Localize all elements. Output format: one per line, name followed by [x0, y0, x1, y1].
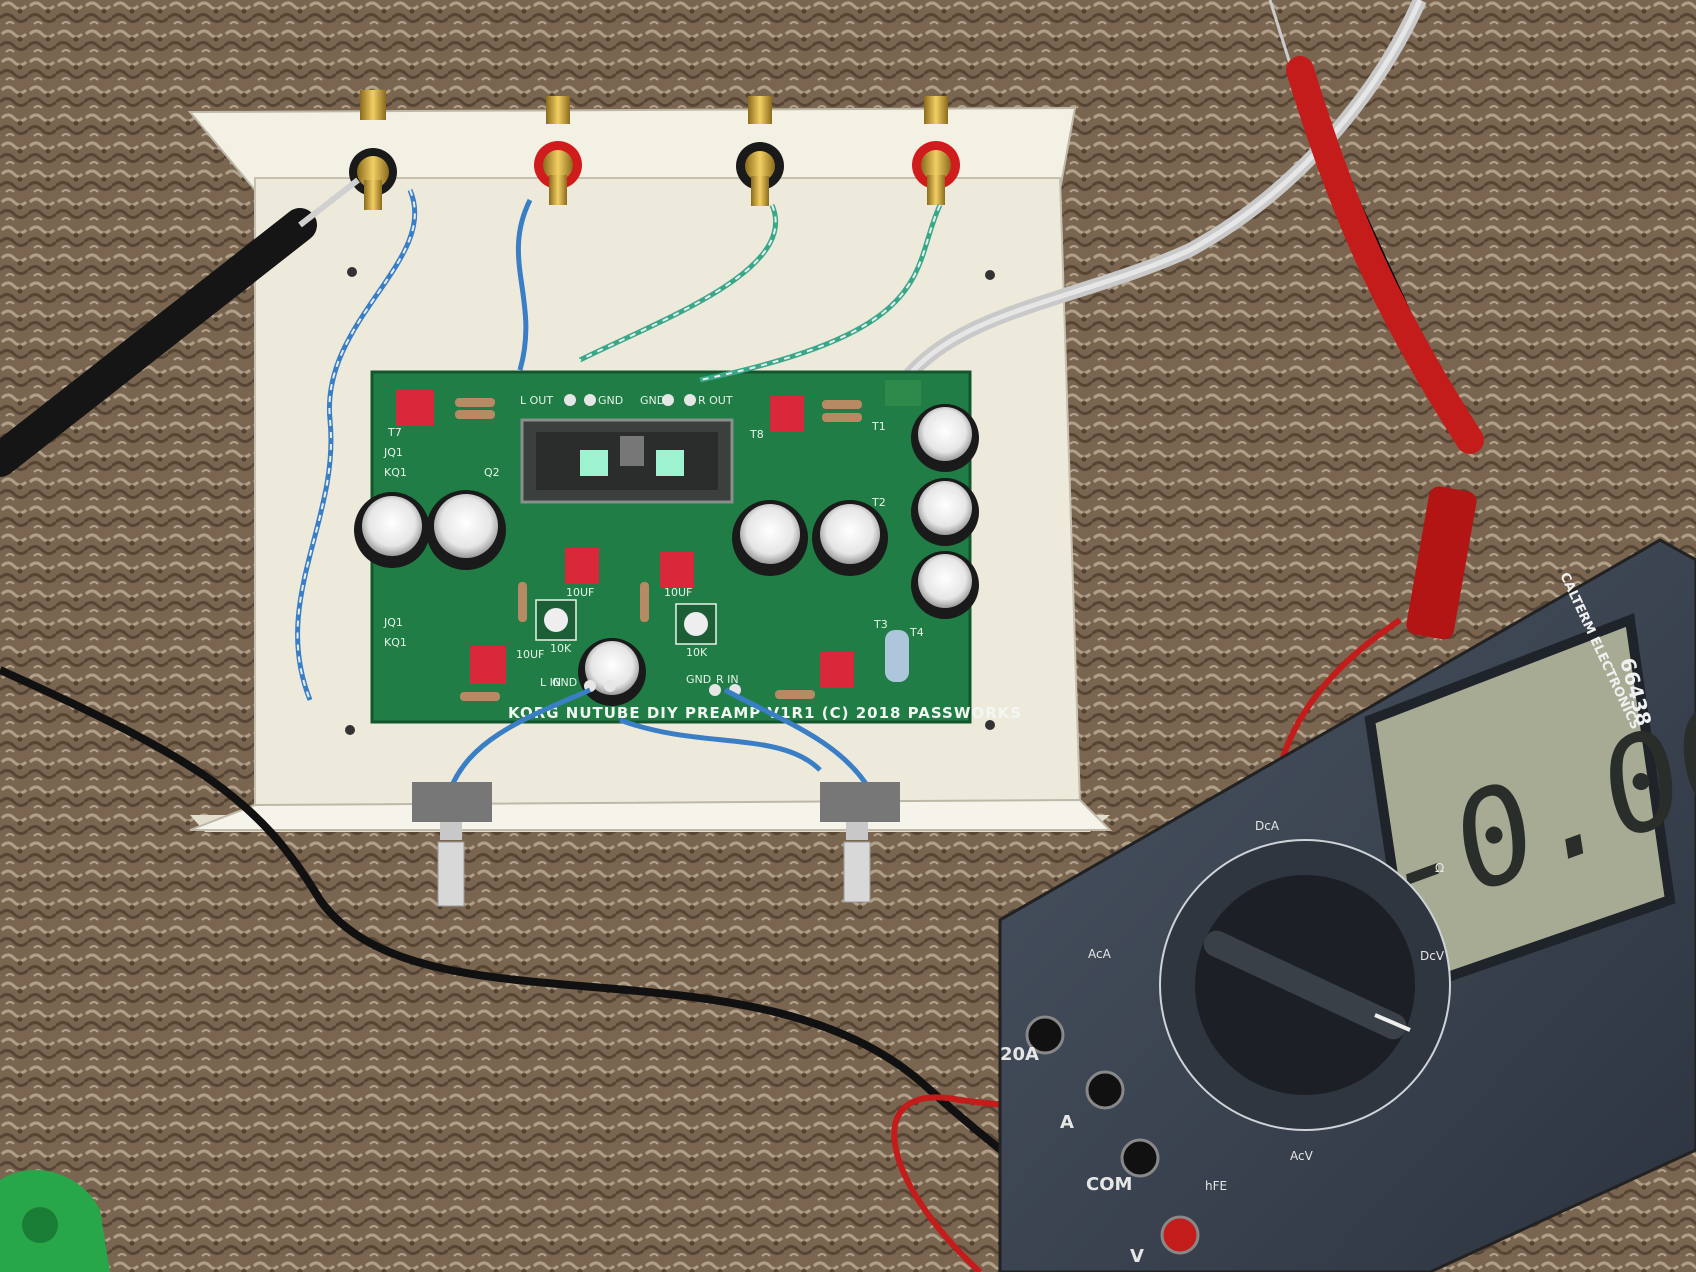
label-t3: T3: [873, 618, 888, 631]
rca-jack-r-out: [912, 96, 960, 205]
jack-a[interactable]: [1085, 1070, 1125, 1110]
range-dcv[interactable]: DcV: [1420, 949, 1445, 963]
film-cap-3: [565, 548, 599, 584]
label-kq1-b: KQ1: [384, 636, 407, 649]
black-test-probe: [0, 177, 360, 477]
electrolytic-cap-1: [354, 492, 430, 568]
label-l-in: L IN: [540, 676, 561, 689]
film-cap-4: [660, 552, 694, 588]
label-gnd-bottom-left: GND: [552, 676, 577, 689]
label-kq1-a: KQ1: [384, 466, 407, 479]
label-t8: T8: [749, 428, 764, 441]
signal-wires: [295, 189, 943, 792]
label-res-right: 10K: [686, 646, 708, 659]
electrolytic-cap-2: [426, 490, 506, 570]
label-cap-center-left: 10UF: [566, 586, 594, 599]
label-20a: 20A: [1000, 1044, 1039, 1065]
electrolytic-cap-7: [911, 551, 979, 619]
red-test-probe: [1268, 0, 1484, 640]
label-com: COM: [1086, 1174, 1132, 1195]
label-l-out: L OUT: [520, 394, 553, 407]
label-jq1-a: JQ1: [383, 446, 403, 459]
film-cap-5: [470, 646, 506, 684]
rca-jack-l-in: [349, 90, 397, 210]
range-hfe[interactable]: hFE: [1205, 1179, 1227, 1193]
label-r-in: R IN: [716, 673, 739, 686]
electrolytic-cap-8: [578, 638, 646, 706]
trimmer-right: [675, 603, 717, 645]
label-jq1-b: JQ1: [383, 616, 403, 629]
label-t1: T1: [871, 420, 886, 433]
volume-pot-right: [820, 782, 900, 903]
label-cap-left: 10UF: [516, 648, 544, 661]
volume-pot-left: [412, 782, 492, 907]
rca-jack-r-in: [736, 96, 784, 206]
electrolytic-cap-5: [911, 404, 979, 472]
multimeter: -0.00 CALTERM ELECTRONICS 66438 DcV AcV …: [998, 538, 1696, 1272]
electrolytic-cap-6: [911, 478, 979, 546]
electrolytic-cap-3: [732, 500, 808, 576]
film-cap-2: [770, 396, 804, 432]
jack-20a[interactable]: [1025, 1015, 1065, 1055]
jack-com[interactable]: [1120, 1138, 1160, 1178]
label-cap-center-right: 10UF: [664, 586, 692, 599]
label-gnd-top-left: GND: [598, 394, 623, 407]
range-acv[interactable]: AcV: [1290, 1149, 1314, 1163]
label-t2: T2: [871, 496, 886, 509]
film-cap-1: [396, 390, 434, 426]
label-v: V: [1130, 1246, 1144, 1267]
small-resistors: [455, 398, 862, 701]
label-r-out: R OUT: [698, 394, 733, 407]
film-cap-6: [820, 652, 854, 688]
rca-jack-l-out: [534, 96, 582, 205]
rotary-dial[interactable]: [1159, 839, 1451, 1131]
label-q2: Q2: [484, 466, 500, 479]
range-ohm[interactable]: Ω: [1435, 861, 1444, 875]
label-gnd-top-right: GND: [640, 394, 665, 407]
label-t7: T7: [387, 426, 402, 439]
jack-v[interactable]: [1160, 1215, 1200, 1255]
label-gnd-bottom-right: GND: [686, 673, 711, 686]
pcb-board: L OUT GND GND R OUT L IN GND GND R IN 10…: [354, 370, 1021, 724]
label-res-left: 10K: [550, 642, 572, 655]
power-resistor: [885, 630, 909, 682]
range-aca[interactable]: AcA: [1088, 947, 1112, 961]
label-a: A: [1060, 1112, 1074, 1133]
power-terminal: [885, 380, 921, 406]
green-object: [0, 1170, 110, 1272]
electrolytic-cap-4: [812, 500, 888, 576]
trimmer-left: [535, 599, 577, 641]
label-t4: T4: [909, 626, 924, 639]
range-dca[interactable]: DcA: [1255, 819, 1280, 833]
